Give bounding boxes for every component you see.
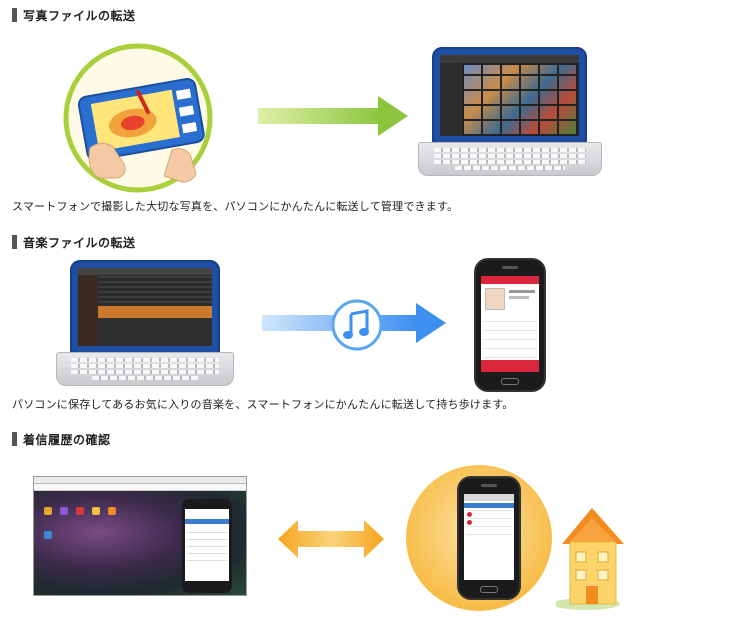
section-history-heading: 着信履歴の確認 (12, 431, 111, 447)
heading-marker (12, 432, 17, 446)
phone-home-button (480, 586, 498, 593)
section-history-title: 着信履歴の確認 (23, 432, 111, 447)
phone-history (457, 476, 521, 600)
browser-screenshot (33, 476, 247, 596)
laptop-music-screen (70, 260, 220, 354)
call-history-screen (464, 494, 514, 580)
section-music-heading: 音楽ファイルの転送 (12, 234, 136, 250)
music-player-display (78, 268, 212, 346)
photo-arrow-icon (258, 96, 408, 136)
section-music-caption: パソコンに保存してあるお気に入りの音楽を、スマートフォンにかんたんに転送して持ち… (12, 398, 514, 411)
section-photo-caption: スマートフォンで撮影した大切な写真を、パソコンにかんたんに転送して管理できます。 (12, 200, 459, 213)
phone-home-button (501, 378, 519, 385)
phone-camera-icon (63, 43, 213, 193)
laptop-photo-screen (432, 47, 587, 144)
history-arrow-icon (278, 520, 384, 558)
section-photo-title: 写真ファイルの転送 (23, 8, 136, 23)
phone-speaker (502, 266, 518, 269)
phone-music (474, 258, 546, 392)
section-photo-heading: 写真ファイルの転送 (12, 7, 136, 23)
music-note-icon (331, 299, 383, 351)
phone-speaker (481, 484, 497, 487)
music-app-screen (481, 276, 539, 372)
house-icon (556, 508, 624, 610)
laptop-music-keyboard (56, 352, 234, 386)
photo-gallery-display (440, 55, 579, 136)
heading-marker (12, 8, 17, 22)
section-music-title: 音楽ファイルの転送 (23, 235, 136, 250)
heading-marker (12, 235, 17, 249)
laptop-photo-keyboard (418, 142, 602, 176)
